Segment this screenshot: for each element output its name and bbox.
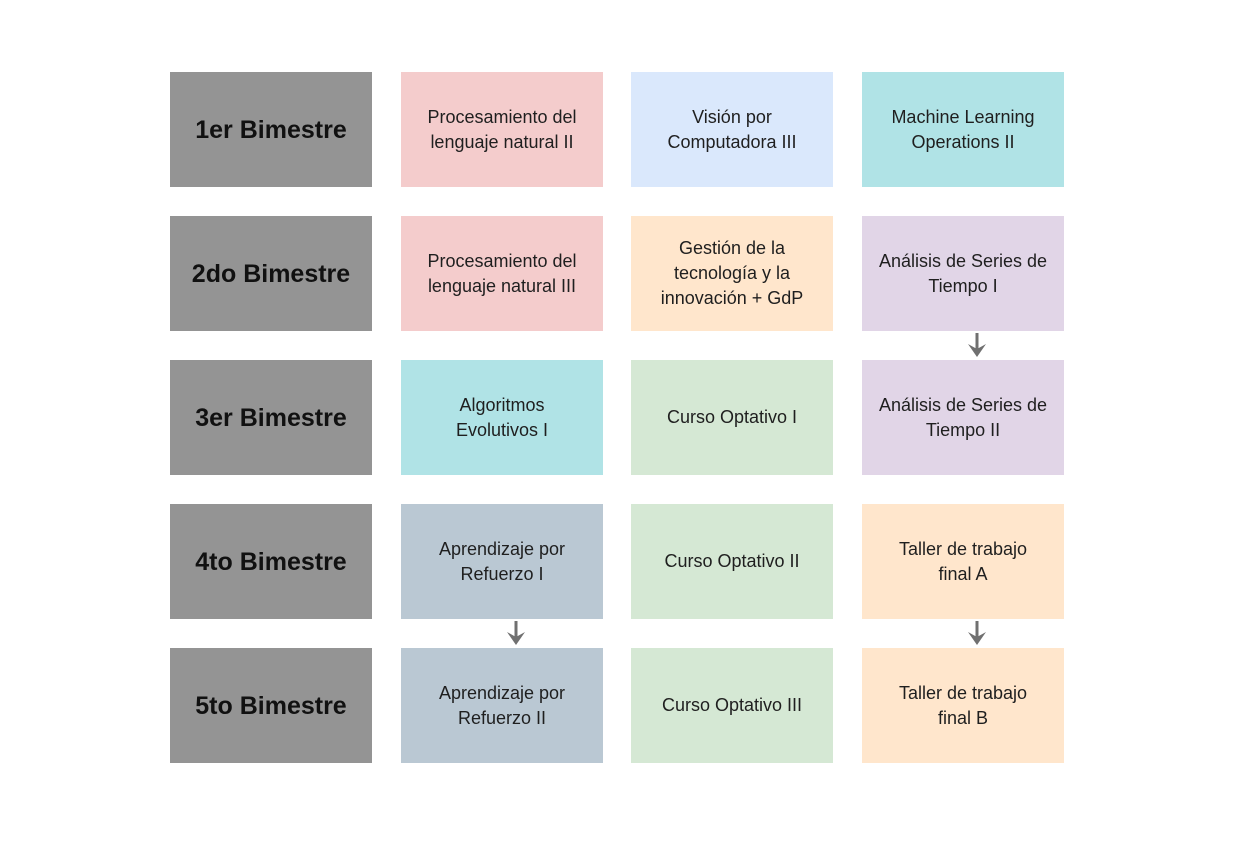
course-text-line: Gestión de la bbox=[678, 238, 786, 258]
term-label-3er-bimestre: 3er Bimestre bbox=[170, 360, 372, 475]
course-text-line: Aprendizaje por bbox=[438, 538, 566, 559]
course-text-line: Operations II bbox=[911, 131, 1015, 152]
course-text-line: Aprendizaje por bbox=[438, 682, 566, 703]
course-text-line: Análisis de Series de bbox=[878, 250, 1048, 271]
course-text-line: Procesamiento del bbox=[427, 106, 577, 127]
course-text-line: tecnología y la bbox=[673, 263, 791, 283]
course-text-line: lenguaje natural II bbox=[430, 131, 574, 152]
course-text-line: Curso Optativo II bbox=[664, 551, 800, 571]
course-box-gestion-de-la-tecnologia-y-la-innovacion-gdp: Gestión de la tecnología y la innovación +… bbox=[631, 216, 833, 331]
course-text-line: Taller de trabajo bbox=[898, 538, 1028, 559]
course-text-line: Análisis de Series de bbox=[878, 394, 1048, 415]
course-box-procesamiento-del-lenguaje-natural-iii: Procesamiento del lenguaje natural III bbox=[401, 216, 603, 331]
course-box-analisis-de-series-de-tiempo-ii: Análisis de Series de Tiempo II bbox=[862, 360, 1064, 475]
term-label-1er-bimestre: 1er Bimestre bbox=[170, 72, 372, 187]
course-text-line: Machine Learning bbox=[891, 106, 1035, 127]
course-text-line: innovación + GdP bbox=[660, 288, 804, 308]
course-box-curso-optativo-ii: Curso Optativo II bbox=[631, 504, 833, 619]
course-text-line: Algoritmos bbox=[459, 394, 545, 415]
course-box-taller-de-trabajo-final-b: Taller de trabajo final B bbox=[862, 648, 1064, 763]
course-box-analisis-de-series-de-tiempo-i: Análisis de Series de Tiempo I bbox=[862, 216, 1064, 331]
course-text-line: Procesamiento del bbox=[427, 250, 577, 271]
course-text-line: Evolutivos I bbox=[455, 419, 549, 440]
course-text-line: Refuerzo I bbox=[460, 563, 544, 584]
term-label-5to-bimestre: 5to Bimestre bbox=[170, 648, 372, 763]
course-text-line: Curso Optativo III bbox=[661, 695, 803, 715]
down-arrow-icon bbox=[968, 333, 986, 357]
down-arrow-icon bbox=[507, 621, 525, 645]
term-label-2do-bimestre: 2do Bimestre bbox=[170, 216, 372, 331]
course-text-line: Tiempo II bbox=[925, 419, 1001, 440]
course-text-line: Tiempo I bbox=[928, 275, 998, 296]
term-label-4to-bimestre: 4to Bimestre bbox=[170, 504, 372, 619]
course-text-line: Computadora III bbox=[667, 131, 797, 152]
course-text-line: final B bbox=[937, 707, 988, 728]
course-text-line: Visión por bbox=[692, 106, 772, 127]
course-text-line: Curso Optativo I bbox=[666, 407, 798, 427]
course-text-line: final A bbox=[938, 563, 988, 584]
course-box-procesamiento-del-lenguaje-natural-ii: Procesamiento del lenguaje natural II bbox=[401, 72, 603, 187]
course-text-line: Refuerzo II bbox=[457, 707, 547, 728]
course-text-line: Taller de trabajo bbox=[898, 682, 1028, 703]
course-box-curso-optativo-iii: Curso Optativo III bbox=[631, 648, 833, 763]
course-text-line: lenguaje natural III bbox=[427, 275, 577, 296]
course-box-curso-optativo-i: Curso Optativo I bbox=[631, 360, 833, 475]
down-arrow-icon bbox=[968, 621, 986, 645]
course-box-taller-de-trabajo-final-a: Taller de trabajo final A bbox=[862, 504, 1064, 619]
